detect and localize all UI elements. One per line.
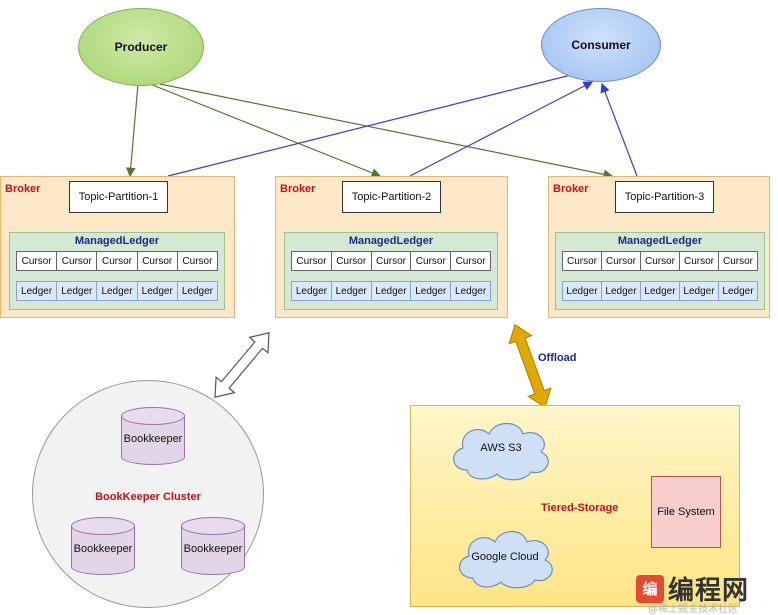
producer-node: Producer — [78, 8, 204, 86]
cursor-cell: Cursor — [562, 251, 602, 271]
cursor-cell: Cursor — [640, 251, 680, 271]
managed-ledger-label: ManagedLedger — [74, 235, 160, 247]
managed-ledger-label: ManagedLedger — [348, 235, 434, 247]
ledger-cell: Ledger — [640, 281, 680, 301]
ledger-cell: Ledger — [16, 281, 58, 301]
consumer-node: Consumer — [541, 8, 661, 82]
broker-1: Broker Topic-Partition-1 ManagedLedger C… — [0, 176, 235, 318]
cursor-cell: Cursor — [718, 251, 758, 271]
topic-partition-3: Topic-Partition-3 — [615, 181, 714, 213]
ledger-cell: Ledger — [718, 281, 758, 301]
ledger-cell: Ledger — [450, 281, 491, 301]
google-cloud: Google Cloud — [451, 526, 559, 590]
broker-2: Broker Topic-Partition-2 ManagedLedger C… — [275, 176, 508, 318]
ledger-cell: Ledger — [56, 281, 98, 301]
managed-ledger-label: ManagedLedger — [617, 235, 703, 247]
ledger-cell: Ledger — [176, 281, 219, 301]
edge-topic-2-consumer — [409, 81, 594, 177]
topic-partition-2: Topic-Partition-2 — [342, 181, 441, 213]
cursor-cell: Cursor — [330, 251, 372, 271]
edge-producer-topic-3 — [159, 83, 614, 180]
bookkeeper-label: Bookkeeper — [73, 543, 133, 555]
watermark-text: 编程网 — [668, 575, 750, 605]
ledger-cell: Ledger — [601, 281, 641, 301]
broker-label: Broker — [553, 183, 589, 195]
consumer-label: Consumer — [571, 38, 631, 52]
cursor-cell: Cursor — [370, 251, 412, 271]
watermark: 编 编程网 — [636, 570, 749, 607]
ledger-row: Ledger Ledger Ledger Ledger Ledger — [16, 281, 219, 301]
cursor-cell: Cursor — [136, 251, 178, 271]
aws-s3-label: AWS S3 — [480, 442, 522, 454]
cursor-cell: Cursor — [291, 251, 332, 271]
watermark-subtext: @稀土掘金技术社区 — [648, 604, 739, 615]
managed-ledger-3: ManagedLedger Cursor Cursor Cursor Curso… — [555, 232, 765, 310]
ledger-cell: Ledger — [136, 281, 178, 301]
broker-label: Broker — [280, 183, 316, 195]
bookkeeper-node-2: Bookkeeper — [71, 517, 135, 575]
cursor-cell: Cursor — [450, 251, 491, 271]
watermark-logo: 编 — [636, 574, 664, 603]
bookkeeper-label: Bookkeeper — [123, 433, 183, 445]
bookkeeper-broker-double-arrow — [214, 332, 270, 398]
edge-producer-topic-2 — [149, 83, 382, 178]
edge-topic-1-consumer — [167, 69, 585, 177]
ledger-cell: Ledger — [562, 281, 602, 301]
bookkeeper-cluster: Bookkeeper BookKeeper Cluster Bookkeeper… — [32, 380, 264, 608]
ledger-cell: Ledger — [330, 281, 372, 301]
ledger-cell: Ledger — [370, 281, 412, 301]
cursor-cell: Cursor — [96, 251, 138, 271]
file-system-box: File System — [651, 476, 721, 548]
tiered-storage: AWS S3 Tiered-Storage Google Cloud File … — [410, 405, 740, 607]
bookkeeper-cluster-label: BookKeeper Cluster — [95, 491, 201, 503]
managed-ledger-2: ManagedLedger Cursor Cursor Cursor Curso… — [284, 232, 498, 310]
offload-double-arrow — [508, 323, 552, 409]
bookkeeper-node-1: Bookkeeper — [121, 407, 185, 465]
cursor-cell: Cursor — [410, 251, 452, 271]
broker-label: Broker — [5, 183, 41, 195]
ledger-cell: Ledger — [410, 281, 452, 301]
producer-label: Producer — [114, 40, 168, 54]
ledger-row: Ledger Ledger Ledger Ledger Ledger — [291, 281, 491, 301]
cursor-cell: Cursor — [16, 251, 58, 271]
cursor-cell: Cursor — [679, 251, 719, 271]
broker-3: Broker Topic-Partition-3 ManagedLedger C… — [548, 176, 770, 318]
ledger-cell: Ledger — [679, 281, 719, 301]
cursor-row: Cursor Cursor Cursor Cursor Cursor — [16, 251, 219, 271]
cursor-row: Cursor Cursor Cursor Cursor Cursor — [562, 251, 758, 271]
cursor-cell: Cursor — [176, 251, 219, 271]
cursor-cell: Cursor — [56, 251, 98, 271]
managed-ledger-1: ManagedLedger Cursor Cursor Cursor Curso… — [9, 232, 225, 310]
offload-label: Offload — [538, 352, 577, 364]
bookkeeper-node-3: Bookkeeper — [181, 517, 245, 575]
topic-partition-1: Topic-Partition-1 — [69, 181, 168, 213]
ledger-row: Ledger Ledger Ledger Ledger Ledger — [562, 281, 758, 301]
edge-topic-3-consumer — [600, 82, 638, 177]
cursor-cell: Cursor — [601, 251, 641, 271]
ledger-cell: Ledger — [291, 281, 332, 301]
cursor-row: Cursor Cursor Cursor Cursor Cursor — [291, 251, 491, 271]
aws-s3-cloud: AWS S3 — [445, 416, 557, 482]
bookkeeper-label: Bookkeeper — [183, 543, 243, 555]
ledger-cell: Ledger — [96, 281, 138, 301]
google-cloud-label: Google Cloud — [471, 551, 539, 563]
tiered-storage-label: Tiered-Storage — [541, 502, 619, 514]
edge-producer-topic-1 — [125, 83, 139, 178]
